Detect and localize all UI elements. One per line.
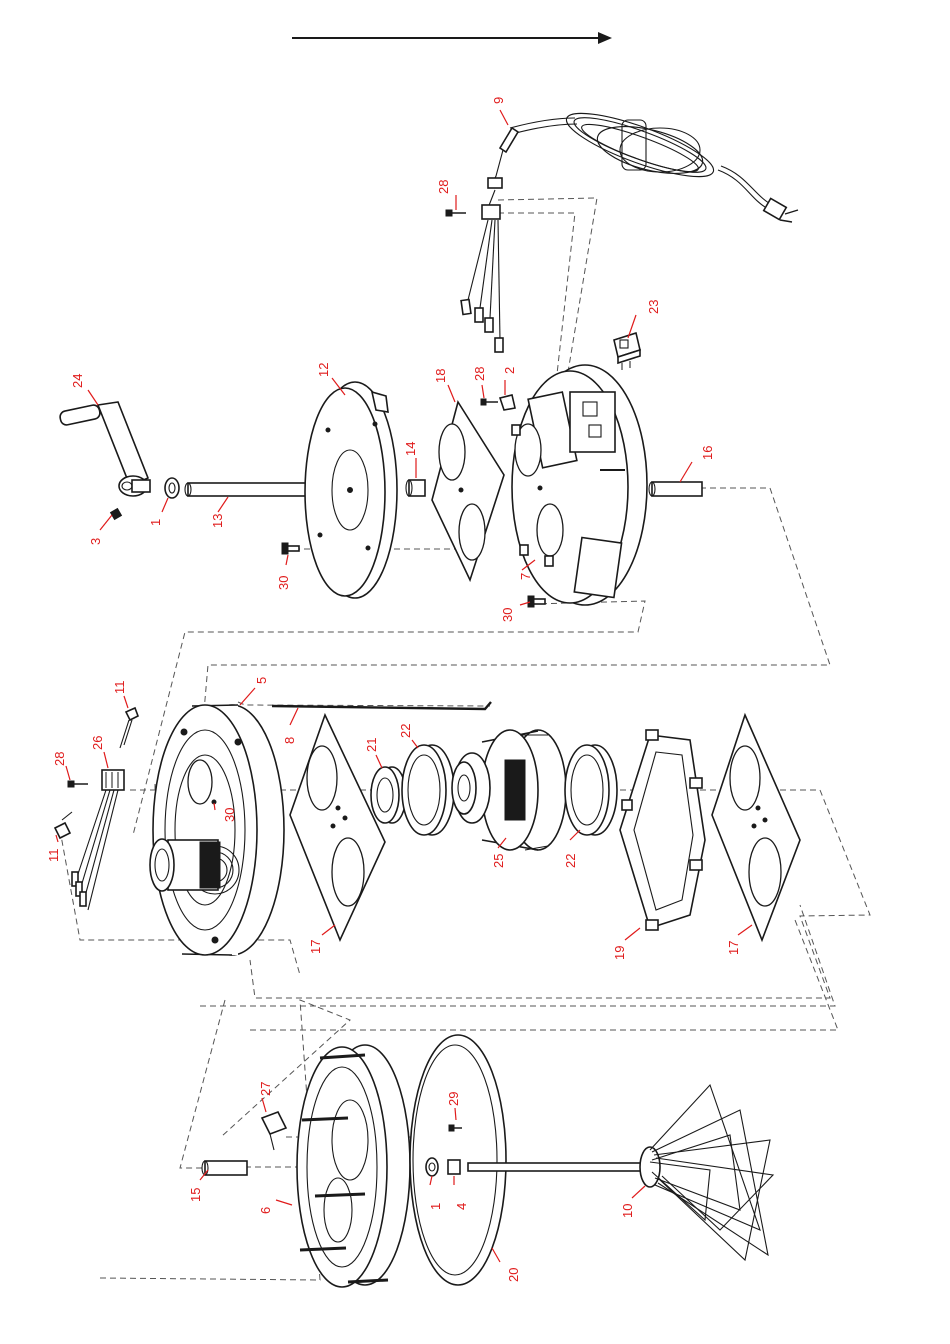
motor-25 (452, 730, 566, 850)
label-30: 30 (500, 608, 515, 622)
housing-6 (297, 1045, 410, 1287)
label-12: 12 (316, 363, 331, 377)
label-28: 28 (472, 367, 487, 381)
screw-30-left (282, 543, 299, 554)
nut-1-bottom (426, 1158, 438, 1176)
screw-28-left (68, 781, 88, 787)
label-17: 17 (308, 940, 323, 954)
terminal-11-top (120, 708, 138, 748)
spacer-15 (202, 1161, 247, 1175)
latch-27 (262, 1112, 286, 1150)
label-15: 15 (188, 1188, 203, 1202)
label-17: 17 (726, 941, 741, 955)
label-29: 29 (446, 1092, 461, 1106)
crank-handle (59, 402, 150, 496)
label-30: 30 (222, 808, 237, 822)
label-25: 25 (491, 854, 506, 868)
bushing-14 (406, 480, 425, 496)
label-21: 21 (364, 738, 379, 752)
power-cord (461, 101, 798, 352)
label-9: 9 (491, 97, 506, 104)
drum-5 (150, 705, 284, 955)
label-16: 16 (700, 446, 715, 460)
label-27: 27 (258, 1082, 273, 1096)
ring-22-left (402, 745, 454, 835)
label-24: 24 (70, 374, 85, 388)
set-screw-3 (111, 509, 122, 520)
spacer-16 (649, 482, 702, 496)
housing-7 (512, 365, 647, 605)
bushing-4 (448, 1160, 460, 1174)
label-10: 10 (620, 1204, 635, 1218)
label-20: 20 (506, 1268, 521, 1282)
label-22: 22 (563, 854, 578, 868)
label-14: 14 (403, 442, 418, 456)
label-1: 1 (148, 519, 163, 526)
mount-plate-18 (432, 402, 504, 580)
nut-1-top (165, 478, 179, 498)
agitator-10 (468, 1085, 773, 1260)
direction-arrow (292, 32, 612, 44)
label-23: 23 (646, 300, 661, 314)
label-22: 22 (398, 724, 413, 738)
label-11: 11 (112, 681, 127, 695)
shaft-13 (185, 483, 310, 496)
label-4: 4 (454, 1203, 469, 1210)
label-19: 19 (612, 946, 627, 960)
label-3: 3 (88, 538, 103, 545)
label-18: 18 (433, 369, 448, 383)
rocker-switch (614, 333, 640, 370)
label-5: 5 (254, 677, 269, 684)
screw-30-right (528, 596, 545, 607)
terminal-11-bottom (55, 812, 72, 838)
frame-19 (620, 730, 705, 930)
label-13: 13 (210, 514, 225, 528)
label-28: 28 (436, 180, 451, 194)
label-1: 1 (428, 1203, 443, 1210)
ring-22-right (565, 745, 617, 835)
label-28: 28 (52, 752, 67, 766)
label-7: 7 (518, 573, 533, 580)
clip-2 (500, 395, 515, 410)
mount-plate-17-right (712, 715, 800, 940)
reel-plate-12 (305, 382, 397, 598)
label-6: 6 (258, 1207, 273, 1214)
label-30: 30 (276, 576, 291, 590)
label-26: 26 (90, 736, 105, 750)
terminal-block-26 (72, 770, 124, 910)
label-8: 8 (282, 737, 297, 744)
screw-28-mid (481, 399, 498, 405)
label-2: 2 (502, 367, 517, 374)
label-11: 11 (46, 849, 61, 863)
bearing-21 (371, 767, 406, 823)
screw-28-top (446, 210, 466, 216)
